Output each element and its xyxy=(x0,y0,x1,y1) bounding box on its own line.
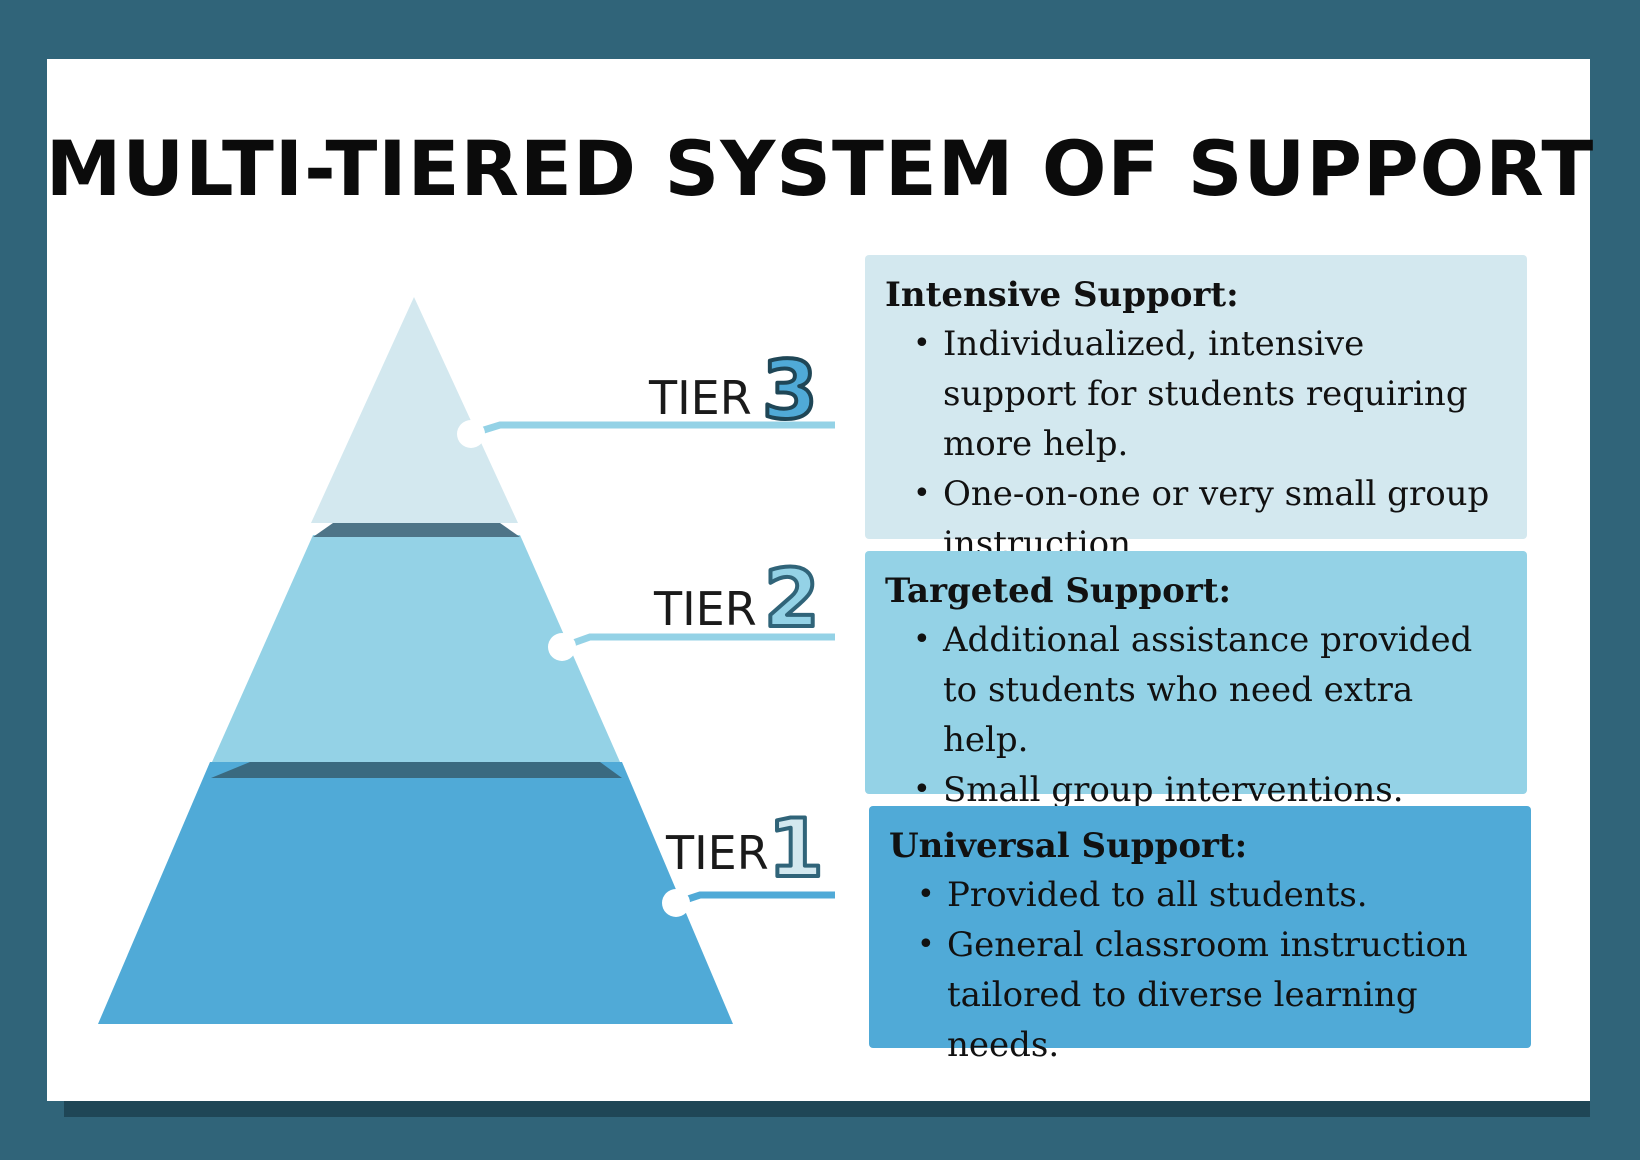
tier-2-bullets: Additional assistance provided to studen… xyxy=(885,615,1507,815)
tier-1-number: 1 xyxy=(768,802,824,895)
tier-2-heading: Targeted Support: xyxy=(885,571,1232,611)
tier-1-heading: Universal Support: xyxy=(889,826,1248,866)
pyramid-band-2 xyxy=(313,523,520,537)
pyramid-tier-1 xyxy=(98,762,733,1024)
tier-2-label: TIER xyxy=(653,582,757,636)
tier-3-heading: Intensive Support: xyxy=(885,275,1239,315)
tier-3-bullets: Individualized, intensive support for st… xyxy=(885,319,1507,569)
pyramid-band-1 xyxy=(211,762,622,778)
tier-1-bullet: General classroom instruction tailored t… xyxy=(917,920,1511,1070)
connector-tier-1 xyxy=(662,889,835,917)
pyramid-tier-2 xyxy=(212,535,620,762)
tier-2-bullet: Additional assistance provided to studen… xyxy=(913,615,1507,765)
tier-1-bullet: Provided to all students. xyxy=(917,870,1511,920)
pyramid-tier-3 xyxy=(311,297,518,523)
tier-1-label: TIER xyxy=(665,826,769,880)
tier-1-panel: Universal Support: Provided to all stude… xyxy=(869,806,1531,1065)
tier-2-bullet: Small group interventions. xyxy=(913,765,1507,815)
tier-2-number: 2 xyxy=(764,552,820,645)
connector-tier-2 xyxy=(548,633,835,661)
page-title: MULTI-TIERED SYSTEM OF SUPPORT xyxy=(45,124,1595,213)
tier-3-panel: Intensive Support: Individualized, inten… xyxy=(865,255,1527,564)
connector-tier-3 xyxy=(457,420,835,448)
tier-3-number: 3 xyxy=(762,344,818,437)
tier-3-bullet: Individualized, intensive support for st… xyxy=(913,319,1507,469)
tier-3-label: TIER xyxy=(648,371,752,425)
tier-2-panel: Targeted Support: Additional assistance … xyxy=(865,551,1527,815)
tier-1-bullets: Provided to all students. General classr… xyxy=(889,870,1511,1070)
